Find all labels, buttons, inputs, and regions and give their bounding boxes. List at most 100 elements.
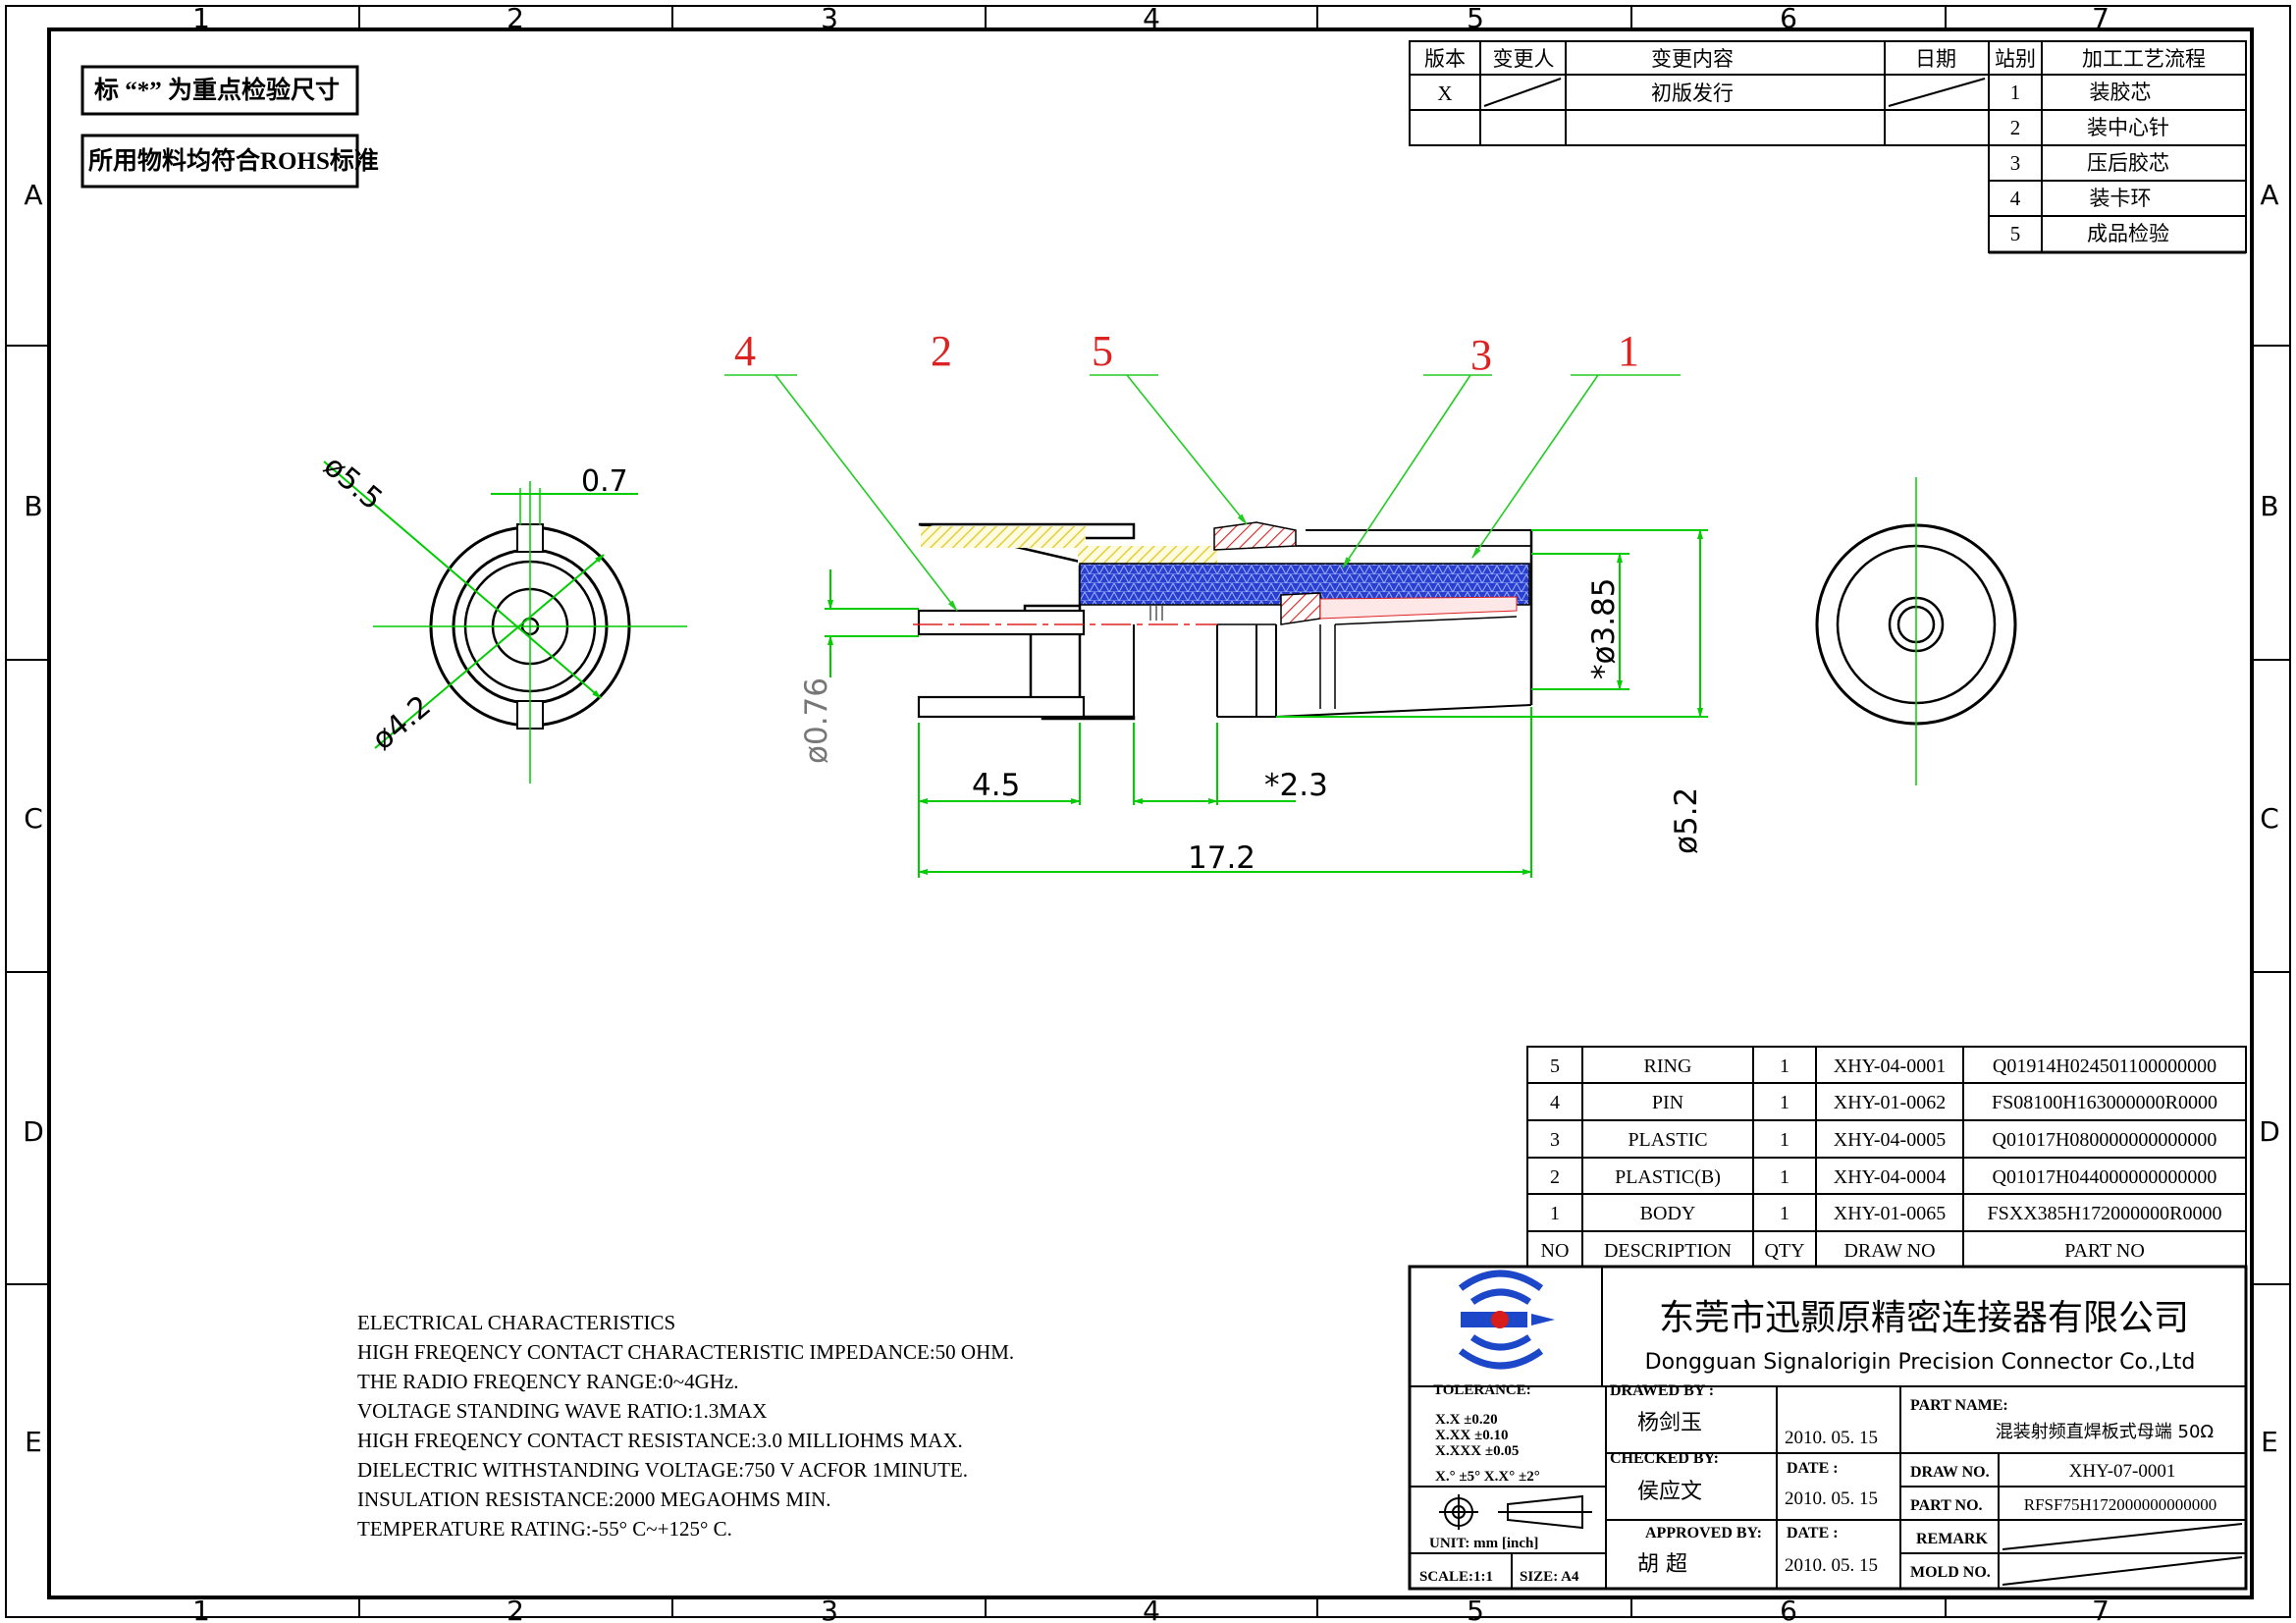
section-dimension-labels: 4.5 *2.3 17.2 *ø3.85 ø5.2 ø0.76 bbox=[799, 578, 1704, 877]
bom-cell: Q01017H080000000000000 bbox=[1993, 1129, 2217, 1151]
bom-header-qty: QTY bbox=[1764, 1240, 1804, 1262]
dim-d076: ø0.76 bbox=[799, 677, 834, 764]
part-name-label: PART NAME: bbox=[1910, 1397, 2008, 1414]
electrical-line: DIELECTRIC WITHSTANDING VOLTAGE:750 V AC… bbox=[357, 1458, 968, 1482]
note-rohs: 所用物料均符合ROHS标准 bbox=[88, 146, 379, 175]
bom-cell: 5 bbox=[1550, 1055, 1560, 1077]
bom-cell: 1 bbox=[1780, 1166, 1789, 1188]
draw-no-value: XHY-07-0001 bbox=[2069, 1461, 2176, 1482]
grid-row-c-right: C bbox=[2260, 802, 2279, 835]
grid-row-a-left: A bbox=[24, 179, 42, 211]
grid-labels: 1 2 3 4 5 6 7 1 2 3 4 5 6 7 A B C D E A … bbox=[23, 2, 2280, 1623]
bom-cell: XHY-01-0062 bbox=[1834, 1092, 1946, 1113]
checked-by-label: CHECKED BY: bbox=[1610, 1450, 1719, 1467]
process-header-flow: 加工工艺流程 bbox=[2082, 47, 2206, 71]
bom-cell: FS08100H163000000R0000 bbox=[1992, 1092, 2217, 1113]
tolerance-line: X.XX ±0.10 bbox=[1435, 1428, 1508, 1443]
grid-col-5-top: 5 bbox=[1467, 2, 1484, 34]
date-drawn: 2010. 05. 15 bbox=[1785, 1428, 1878, 1448]
grid-row-a-right: A bbox=[2260, 179, 2278, 211]
grid-col-7-bottom: 7 bbox=[2092, 1595, 2109, 1623]
process-step-no: 4 bbox=[2010, 187, 2021, 210]
bom-cell: 1 bbox=[1780, 1055, 1789, 1077]
note-key-dimensions: 标 “*” 为重点检验尺寸 bbox=[94, 76, 340, 104]
rev-version-value: X bbox=[1437, 81, 1452, 105]
projection-symbol bbox=[1439, 1494, 1592, 1530]
date-label-checked: DATE : bbox=[1787, 1460, 1839, 1477]
section-dimensions bbox=[825, 529, 1708, 878]
approved-by-name: 胡 超 bbox=[1637, 1552, 1687, 1577]
process-step-name: 成品检验 bbox=[2087, 222, 2169, 245]
front-view-left: ø5.5 0.7 ø4.2 bbox=[317, 449, 687, 784]
bom-cell: 2 bbox=[1550, 1166, 1560, 1188]
rev-header-version: 版本 bbox=[1424, 47, 1466, 71]
electrical-line: TEMPERATURE RATING:-55° C~+125° C. bbox=[357, 1517, 732, 1541]
scale-label: SCALE:1:1 bbox=[1419, 1569, 1493, 1585]
bom-cell: PLASTIC bbox=[1628, 1129, 1707, 1151]
grid-row-e-right: E bbox=[2261, 1426, 2278, 1458]
process-header-station: 站别 bbox=[1995, 47, 2036, 71]
bom-header-draw-no: DRAW NO bbox=[1843, 1240, 1935, 1262]
grid-row-d-left: D bbox=[23, 1115, 44, 1148]
dim-d172: 17.2 bbox=[1188, 840, 1255, 876]
process-step-name: 装中心针 bbox=[2087, 116, 2169, 139]
rev-header-content: 变更内容 bbox=[1651, 47, 1734, 71]
bom-cell: XHY-04-0005 bbox=[1834, 1129, 1946, 1151]
bom-header-description: DESCRIPTION bbox=[1604, 1240, 1732, 1262]
grid-col-5-bottom: 5 bbox=[1467, 1595, 1484, 1623]
tolerance-label: TOLERANCE: bbox=[1433, 1382, 1531, 1398]
process-step-name: 压后胶芯 bbox=[2087, 151, 2169, 175]
process-step-name: 装胶芯 bbox=[2090, 81, 2152, 104]
grid-col-1-bottom: 1 bbox=[192, 1595, 210, 1623]
balloon-1: 1 bbox=[1618, 327, 1639, 375]
process-step-no: 3 bbox=[2010, 151, 2021, 175]
dim-d07: 0.7 bbox=[581, 464, 628, 499]
remark-label: REMARK bbox=[1916, 1531, 1988, 1547]
tolerance-line: X.XXX ±0.05 bbox=[1435, 1443, 1519, 1459]
bom-cell: PIN bbox=[1652, 1092, 1683, 1113]
bom-cell: XHY-04-0004 bbox=[1834, 1166, 1946, 1188]
date-approved: 2010. 05. 15 bbox=[1785, 1555, 1878, 1576]
bom-cell: FSXX385H172000000R0000 bbox=[1988, 1203, 2222, 1224]
bom-cell: BODY bbox=[1640, 1203, 1696, 1224]
company-logo bbox=[1458, 1270, 1555, 1370]
bom-cell: 1 bbox=[1780, 1129, 1789, 1151]
grid-row-d-right: D bbox=[2259, 1115, 2280, 1148]
rev-header-date: 日期 bbox=[1915, 47, 1956, 71]
bom-cell: 1 bbox=[1780, 1203, 1789, 1224]
approved-by-label: APPROVED BY: bbox=[1645, 1525, 1762, 1542]
grid-col-7-top: 7 bbox=[2092, 2, 2109, 34]
bom-cell: 4 bbox=[1550, 1092, 1560, 1113]
electrical-line: INSULATION RESISTANCE:2000 MEGAOHMS MIN. bbox=[357, 1488, 831, 1511]
bom-cell: XHY-01-0065 bbox=[1834, 1203, 1946, 1224]
grid-col-6-bottom: 6 bbox=[1780, 1595, 1797, 1623]
balloon-5: 5 bbox=[1092, 327, 1113, 375]
balloon-4: 4 bbox=[734, 327, 756, 375]
bom-cell: 1 bbox=[1550, 1203, 1560, 1224]
part-no-value: RFSF75H172000000000000 bbox=[2024, 1495, 2216, 1514]
notes: 标 “*” 为重点检验尺寸 所用物料均符合ROHS标准 bbox=[80, 65, 379, 189]
bom-cell: PLASTIC(B) bbox=[1615, 1166, 1721, 1188]
draw-no-label: DRAW NO. bbox=[1910, 1464, 1990, 1481]
bom-cell: Q01914H024501100000000 bbox=[1993, 1055, 2216, 1077]
size-label: SIZE: A4 bbox=[1520, 1569, 1579, 1585]
rev-content-value: 初版发行 bbox=[1651, 81, 1734, 105]
dim-d52: ø5.2 bbox=[1669, 787, 1704, 854]
bom-cell: RING bbox=[1644, 1055, 1692, 1077]
bom-cell: 1 bbox=[1780, 1092, 1789, 1113]
grid-row-c-left: C bbox=[24, 802, 43, 835]
date-checked: 2010. 05. 15 bbox=[1785, 1488, 1878, 1509]
grid-col-3-bottom: 3 bbox=[821, 1595, 838, 1623]
electrical-title: ELECTRICAL CHARACTERISTICS bbox=[357, 1311, 675, 1334]
grid-ticks bbox=[6, 6, 2290, 1617]
grid-col-2-bottom: 2 bbox=[507, 1595, 524, 1623]
electrical-line: THE RADIO FREQENCY RANGE:0~4GHz. bbox=[357, 1370, 739, 1393]
process-step-no: 1 bbox=[2010, 81, 2021, 104]
mold-no-label: MOLD NO. bbox=[1910, 1564, 1991, 1581]
company-name-cn: 东莞市迅颢原精密连接器有限公司 bbox=[1659, 1298, 2189, 1337]
dim-d45: 4.5 bbox=[972, 768, 1020, 803]
process-table: 站别 加工工艺流程 1 装胶芯 2 装中心针 3 压后胶芯 4 装卡环 5 成品… bbox=[1988, 40, 2247, 254]
unit-label: UNIT: mm [inch] bbox=[1429, 1536, 1538, 1551]
section-view bbox=[913, 521, 1533, 721]
